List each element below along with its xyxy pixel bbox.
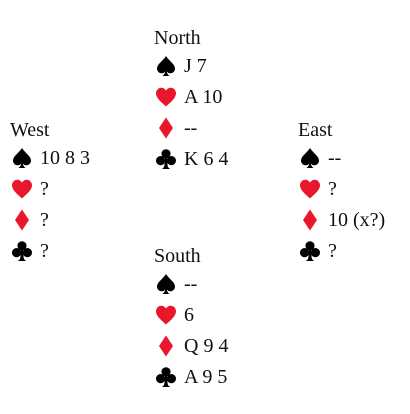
club-icon bbox=[10, 239, 34, 263]
heart-icon bbox=[298, 177, 322, 201]
cards-hearts: ? bbox=[40, 177, 49, 200]
cards-clubs: K 6 4 bbox=[184, 147, 229, 170]
hand-name-south: South bbox=[154, 245, 201, 267]
cards-diamonds: 10 (x?) bbox=[328, 208, 386, 231]
cards-clubs: ? bbox=[328, 239, 337, 262]
suit-row-hearts: A 10 bbox=[154, 81, 228, 112]
cards-hearts: A 10 bbox=[184, 85, 223, 108]
spade-icon bbox=[154, 54, 178, 78]
hand-east: East -- ? 10 (x?) ? bbox=[298, 118, 385, 266]
heart-icon bbox=[154, 303, 178, 327]
hand-west: West 10 8 3 ? ? ? bbox=[10, 118, 90, 266]
suit-row-spades: -- bbox=[154, 268, 228, 299]
suit-row-hearts: 6 bbox=[154, 299, 228, 330]
hand-south: South -- 6 Q 9 4 A 9 5 bbox=[154, 244, 228, 392]
cards-diamonds: -- bbox=[184, 116, 198, 139]
diamond-icon bbox=[154, 116, 178, 140]
cards-spades: -- bbox=[328, 146, 342, 169]
suit-row-spades: -- bbox=[298, 142, 385, 173]
suit-row-clubs: ? bbox=[10, 235, 90, 266]
heart-icon bbox=[154, 85, 178, 109]
club-icon bbox=[298, 239, 322, 263]
hand-name-west: West bbox=[10, 119, 50, 141]
cards-diamonds: ? bbox=[40, 208, 49, 231]
suit-row-diamonds: Q 9 4 bbox=[154, 330, 228, 361]
suit-row-hearts: ? bbox=[298, 173, 385, 204]
cards-hearts: 6 bbox=[184, 303, 194, 326]
suit-row-spades: 10 8 3 bbox=[10, 142, 90, 173]
hand-north: North J 7 A 10 -- K 6 4 bbox=[154, 26, 228, 174]
spade-icon bbox=[154, 272, 178, 296]
hand-name-north: North bbox=[154, 27, 201, 49]
cards-spades: 10 8 3 bbox=[40, 146, 90, 169]
heart-icon bbox=[10, 177, 34, 201]
spade-icon bbox=[10, 146, 34, 170]
diamond-icon bbox=[10, 208, 34, 232]
spade-icon bbox=[298, 146, 322, 170]
cards-hearts: ? bbox=[328, 177, 337, 200]
suit-row-clubs: K 6 4 bbox=[154, 143, 228, 174]
suit-row-hearts: ? bbox=[10, 173, 90, 204]
hand-name-east: East bbox=[298, 119, 333, 141]
suit-row-clubs: ? bbox=[298, 235, 385, 266]
club-icon bbox=[154, 365, 178, 389]
cards-spades: J 7 bbox=[184, 54, 207, 77]
diamond-icon bbox=[298, 208, 322, 232]
suit-row-clubs: A 9 5 bbox=[154, 361, 228, 392]
suit-row-diamonds: ? bbox=[10, 204, 90, 235]
cards-clubs: A 9 5 bbox=[184, 365, 228, 388]
diamond-icon bbox=[154, 334, 178, 358]
suit-row-spades: J 7 bbox=[154, 50, 228, 81]
suit-row-diamonds: 10 (x?) bbox=[298, 204, 385, 235]
club-icon bbox=[154, 147, 178, 171]
cards-diamonds: Q 9 4 bbox=[184, 334, 229, 357]
suit-row-diamonds: -- bbox=[154, 112, 228, 143]
cards-spades: -- bbox=[184, 272, 198, 295]
cards-clubs: ? bbox=[40, 239, 49, 262]
